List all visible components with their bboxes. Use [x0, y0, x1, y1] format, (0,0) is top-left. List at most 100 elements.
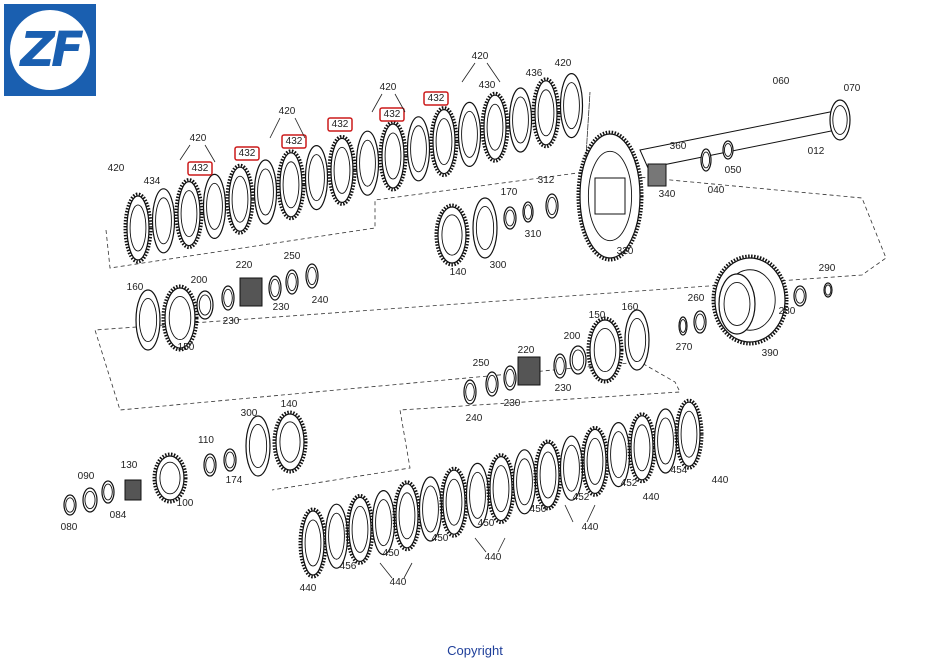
part-label-450c: 450 [432, 533, 449, 544]
ring-312 [545, 193, 559, 219]
ring-110 [203, 453, 217, 477]
part-label-050: 050 [725, 165, 742, 176]
leader-line-10 [474, 537, 487, 553]
leader-line-6 [461, 62, 476, 83]
top-disc-14 [480, 91, 510, 163]
disc-140b-inner [279, 421, 301, 463]
bottom-disc-4 [392, 480, 422, 552]
leader-line-5 [394, 93, 406, 113]
carrier-150a [161, 284, 199, 352]
ring-240a [305, 263, 319, 289]
part-label-440b: 440 [643, 492, 660, 503]
part-label-200b: 200 [564, 331, 581, 342]
leader-line-8 [564, 504, 574, 523]
part-label-420c: 420 [279, 106, 296, 117]
washer-250b-inner [487, 374, 497, 394]
disc-140b-teeth [272, 410, 308, 474]
washer-250a-inner [287, 272, 297, 292]
part-label-230b: 230 [273, 302, 290, 313]
ring-160b [624, 309, 650, 371]
gear-320-hub [594, 177, 626, 215]
part-label-060: 060 [773, 76, 790, 87]
bearing-130 [124, 479, 142, 501]
top-disc-0 [123, 192, 153, 264]
bottom-disc-4-inner [398, 492, 416, 540]
shaft-012 [639, 109, 847, 169]
gear-320-inner [587, 150, 633, 242]
ring-290-inner [824, 284, 832, 296]
washer-200a [196, 290, 214, 320]
part-label-432b: 432 [239, 148, 256, 159]
ring-050 [722, 140, 734, 160]
part-label-450b: 450 [478, 518, 495, 529]
washer-230d-inner [505, 368, 515, 388]
part-label-230d: 230 [504, 398, 521, 409]
top-disc-1 [151, 188, 176, 254]
bottom-disc-3-inner [375, 499, 392, 547]
top-disc-16 [531, 77, 561, 149]
part-label-420a: 420 [108, 163, 125, 174]
leader-line-1 [204, 144, 216, 163]
logo-lettering: ZF [20, 22, 84, 78]
shaft-flange-inner [832, 105, 848, 135]
ring-310-inner [523, 204, 533, 220]
leader-line-3 [294, 117, 306, 139]
washer-250b [485, 371, 499, 397]
top-disc-11 [406, 116, 431, 182]
disc-140a-teeth [434, 203, 470, 267]
bottom-disc-3 [371, 489, 396, 556]
bottom-disc-16-inner [680, 410, 698, 458]
top-disc-0-inner [129, 204, 147, 252]
top-disc-7 [304, 145, 329, 211]
bottom-disc-8-inner [492, 465, 510, 513]
part-label-432f: 432 [428, 93, 445, 104]
bottom-disc-15-inner [657, 417, 674, 465]
ring-080 [63, 494, 77, 516]
ring-160a-inner [138, 297, 158, 343]
top-disc-9-inner [359, 139, 376, 187]
bearing-260 [693, 310, 707, 334]
drum-390-face-inner [723, 281, 751, 327]
washer-230b [268, 275, 282, 301]
part-label-390: 390 [762, 348, 779, 359]
clip-090 [82, 487, 98, 513]
leader-line-4 [371, 93, 383, 113]
part-label-420b: 420 [190, 133, 207, 144]
carrier-150b-teeth [586, 316, 624, 384]
bottom-disc-7 [465, 462, 490, 528]
top-disc-12-inner [435, 118, 453, 166]
ring-040-inner [701, 151, 711, 169]
part-label-420d: 420 [380, 82, 397, 93]
carrier-150a-inner [168, 295, 192, 341]
part-label-420e: 420 [472, 51, 489, 62]
top-disc-4-inner [231, 175, 249, 223]
top-disc-14-inner [486, 103, 504, 151]
part-label-174: 174 [226, 475, 243, 486]
bottom-disc-5 [418, 476, 443, 542]
top-disc-6 [276, 149, 306, 221]
bottom-disc-10-inner [539, 451, 557, 499]
part-label-240b: 240 [466, 413, 483, 424]
top-disc-10-inner [384, 132, 402, 180]
top-disc-16-inner [537, 89, 555, 137]
carrier-150b-inner [593, 327, 617, 373]
ring-300a [472, 197, 498, 259]
part-label-436: 436 [526, 68, 543, 79]
bottom-disc-6 [439, 466, 469, 538]
gear-100-inner [159, 461, 181, 495]
part-label-440a: 440 [712, 475, 729, 486]
part-label-340: 340 [659, 189, 676, 200]
part-label-432a: 432 [192, 163, 209, 174]
top-disc-10 [378, 120, 408, 192]
bottom-disc-0-inner [304, 519, 322, 567]
bottom-disc-8 [486, 453, 516, 525]
disc-140b [272, 410, 308, 474]
leader-line-7 [486, 62, 501, 83]
bottom-disc-11 [559, 435, 584, 501]
part-label-300b: 300 [241, 408, 258, 419]
bottom-disc-13-inner [610, 431, 627, 479]
ring-080-inner [65, 497, 75, 513]
part-label-160b: 160 [622, 302, 639, 313]
logo-circle [10, 10, 90, 90]
